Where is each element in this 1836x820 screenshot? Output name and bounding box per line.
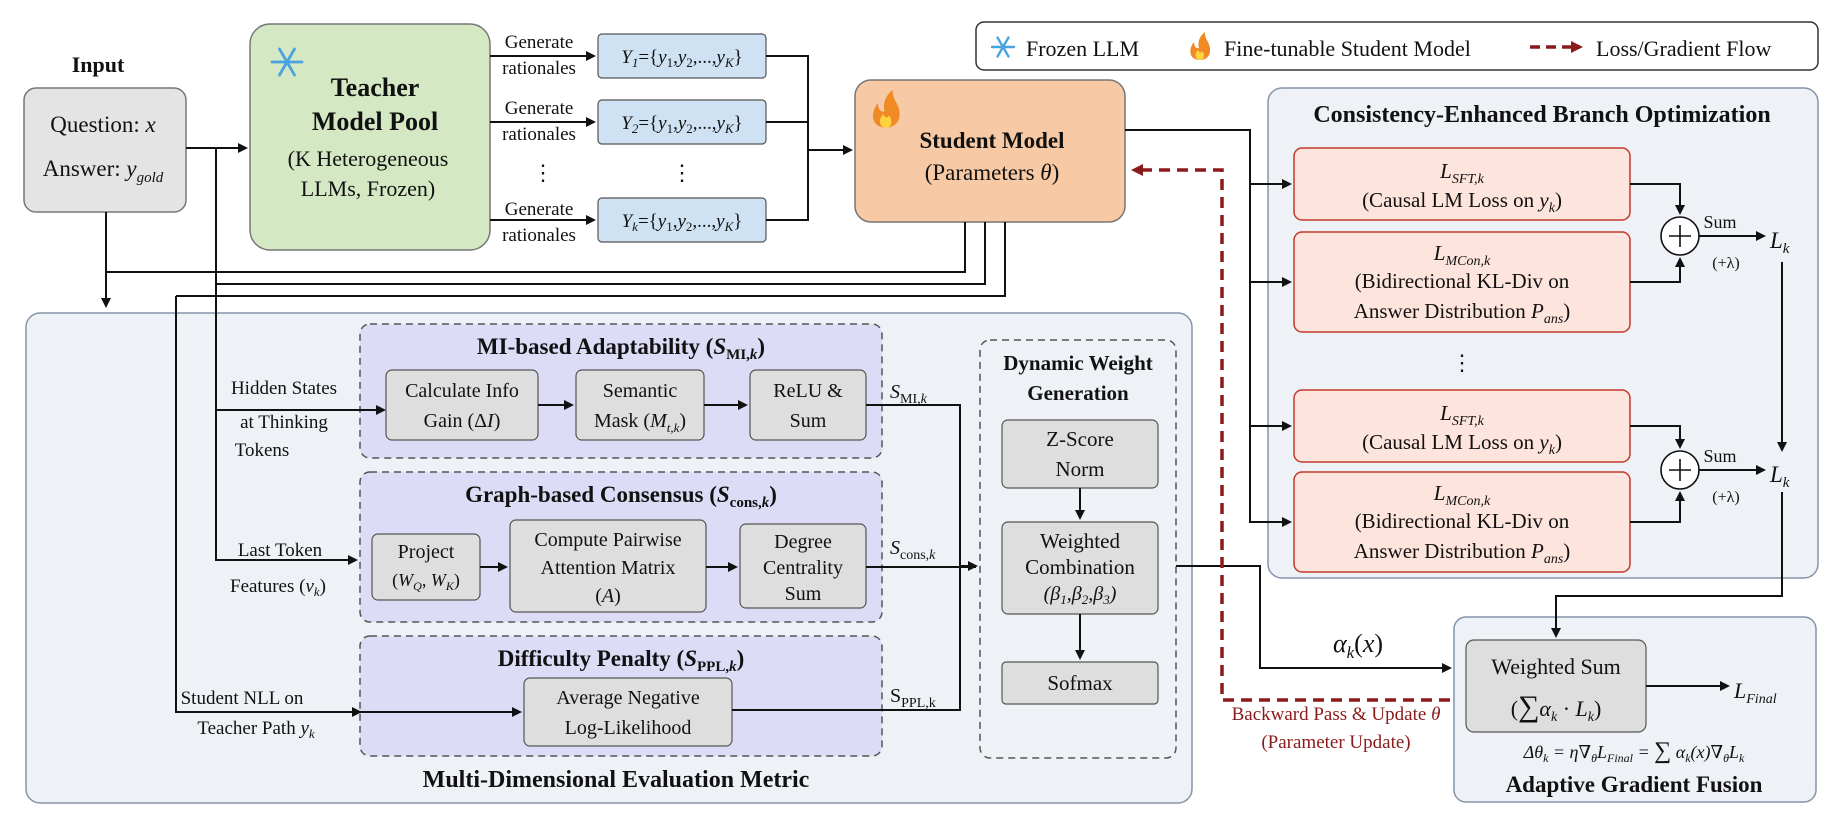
rationale-k: Yk={y1,y2,...,yK} [622,211,743,234]
legend-frozen: Frozen LLM [1026,36,1139,61]
svg-text:rationales: rationales [502,58,576,79]
sum-circle-2 [1660,450,1700,490]
dp-box-nll [523,677,733,747]
teacher-box [249,23,491,251]
last-token-2: Features (vk) [230,576,326,599]
nll-label-1: Student NLL on [181,688,304,709]
gc-out-label: Scons,k [890,537,936,563]
svg-text:Sum: Sum [790,410,827,432]
lambda-label-2: (+λ) [1712,489,1739,506]
input-question: Question: x [50,112,156,137]
svg-text:Average Negative: Average Negative [556,687,700,709]
svg-text:Generate: Generate [505,98,574,119]
teacher-snowflake-icon [270,47,304,77]
input-box [23,87,187,213]
sft-desc-1: (Causal LM Loss on yk) [1362,188,1562,216]
input-title: Input [72,52,125,77]
svg-text:(β1,β2,β3): (β1,β2,β3) [1044,583,1117,607]
svg-text:Norm: Norm [1056,457,1105,481]
svg-text:(A): (A) [595,585,621,607]
hidden-label-3: Tokens [235,440,290,461]
softmax-box [1001,661,1159,705]
student-title: Student Model [919,128,1064,153]
teacher-title-1: Teacher [331,73,420,102]
ceb-title: Consistency-Enhanced Branch Optimization [1313,102,1770,128]
svg-text:Generate: Generate [505,32,574,53]
flame-icon [1190,32,1211,60]
snowflake-icon [990,36,1016,58]
generate-label-1: Generate rationales [502,32,576,79]
teacher-desc-1: (K Heterogeneous [288,146,449,171]
sum-circle-1 [1660,216,1700,256]
svg-text:rationales: rationales [502,225,576,246]
ellipsis-ceb: ⋮ [1451,350,1473,375]
sum-label-1: Sum [1703,212,1736,232]
svg-text:Combination: Combination [1025,555,1135,579]
legend-box [975,21,1819,71]
svg-text:Compute Pairwise: Compute Pairwise [534,529,681,551]
mcon-desc-1a: (Bidirectional KL-Div on [1355,269,1570,293]
generate-label-2: Generate rationales [502,98,576,145]
dwg-title-2: Generation [1027,381,1129,405]
agf-title: Adaptive Gradient Fusion [1506,772,1763,797]
mde-title: Multi-Dimensional Evaluation Metric [423,767,810,793]
agf-equation: Δθk = η∇θLFinal = ∑ αk(x)∇θLk [1523,738,1745,765]
svg-text:Log-Likelihood: Log-Likelihood [565,717,692,739]
hidden-label-1: Hidden States [231,378,337,399]
mcon-desc-2a: (Bidirectional KL-Div on [1355,509,1570,533]
student-box [854,79,1126,223]
rationale-2: Y2={y1,y2,...,yK} [621,113,743,136]
svg-text:Gain (ΔI): Gain (ΔI) [424,410,501,432]
dwg-title-1: Dynamic Weight [1003,351,1153,375]
lambda-label-1: (+λ) [1712,255,1739,272]
mcon-desc-2b: Answer Distribution Pans) [1354,539,1571,567]
gradient-flow-arrow [1131,164,1450,702]
student-flame-icon [872,89,900,128]
svg-text:Centrality: Centrality [763,557,843,579]
backward-line2: (Parameter Update) [1261,732,1410,753]
svg-text:Attention Matrix: Attention Matrix [541,557,676,579]
svg-text:Sum: Sum [785,583,822,605]
svg-text:(WQ, WK): (WQ, WK) [392,570,460,593]
svg-text:Degree: Degree [774,531,832,553]
connectors [101,51,1787,717]
sft-desc-2: (Causal LM Loss on yk) [1362,430,1562,458]
dp-title: Difficulty Penalty (SPPL,k) [498,646,745,675]
generate-label-3: Generate rationales [502,199,576,246]
teacher-title-2: Model Pool [312,107,438,136]
mi-title: MI-based Adaptability (SMI,k) [477,334,765,363]
student-params: (Parameters θ) [925,160,1060,185]
last-token-1: Last Token [238,540,323,561]
svg-text:Sofmax: Sofmax [1047,671,1113,695]
backward-line1: Backward Pass & Update θ [1232,704,1441,725]
svg-text:Generate: Generate [505,199,574,220]
svg-text:Semantic: Semantic [603,380,678,402]
gc-title: Graph-based Consensus (Scons,k) [465,482,777,511]
svg-text:Calculate Info: Calculate Info [405,380,519,402]
mi-out-label: SMI,k [890,381,928,407]
svg-text:rationales: rationales [502,124,576,145]
ellipsis-rationale: ⋮ [671,160,693,185]
legend-loss-flow: Loss/Gradient Flow [1596,36,1771,61]
ellipsis-generate: ⋮ [532,160,554,185]
nll-label-2: Teacher Path yk [197,718,315,741]
svg-text:ReLU &: ReLU & [773,380,843,402]
sum-label-2: Sum [1703,446,1736,466]
teacher-desc-2: LLMs, Frozen) [301,176,435,201]
legend-finetune: Fine-tunable Student Model [1224,36,1471,61]
svg-text:Project: Project [398,541,455,563]
svg-text:Weighted Sum: Weighted Sum [1491,654,1621,679]
alpha-label: αk(x) [1333,629,1383,662]
svg-text:Z-Score: Z-Score [1046,427,1114,451]
svg-text:Weighted: Weighted [1040,529,1120,553]
hidden-label-2: at Thinking [240,412,328,433]
rationale-1: Y1={y1,y2,...,yK} [621,47,743,70]
mcon-desc-1b: Answer Distribution Pans) [1354,299,1571,327]
